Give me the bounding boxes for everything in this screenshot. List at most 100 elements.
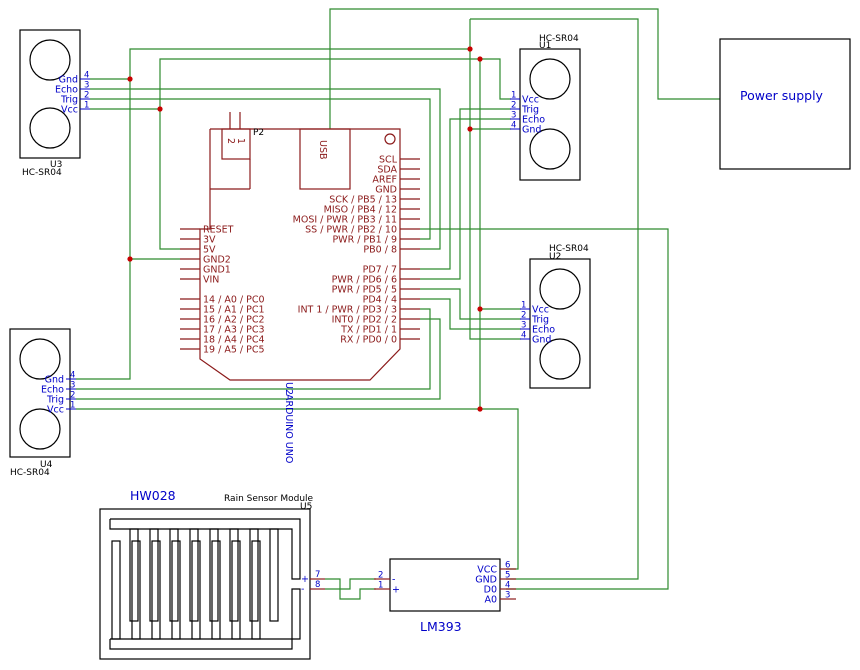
pin-number: 1: [378, 581, 383, 591]
arduino-pin-label: PWR / PB1 / 9: [332, 235, 397, 246]
pin-number: 4: [70, 371, 75, 381]
rain-finger-lower: [151, 540, 161, 640]
rain-finger-upper: [129, 528, 139, 622]
mount-hole: [384, 133, 396, 145]
arduino-pin-label: 18 / A4 / PC4: [203, 335, 265, 346]
pin-name: Gnd: [522, 125, 541, 136]
arduino-pin-label: 15 / A1 / PC1: [203, 305, 265, 316]
arduino-pin-label: SCL: [379, 155, 398, 166]
wire-u3-vcc: [90, 108, 180, 250]
pin-number: 4: [84, 71, 89, 81]
usb-label: USB: [317, 140, 328, 160]
pin-name: Trig: [46, 395, 64, 406]
wire-gnd-u2: [469, 129, 521, 340]
u4-transducer-bottom: [19, 408, 61, 450]
u1-body: [519, 48, 581, 181]
lm393-body: [389, 558, 501, 612]
u3-body: [19, 29, 81, 159]
u1-transducer-top: [529, 58, 571, 100]
wire-5v-bus: [159, 58, 481, 409]
u2-value: HC-SR04: [549, 244, 589, 254]
arduino-pin-label: RX / PD0 / 0: [340, 335, 397, 346]
junctions: [127, 46, 483, 412]
rain-sensor: HW028 Rain Sensor Module U5 7 8 + -: [99, 488, 325, 660]
arduino-pin-label: AREF: [372, 175, 397, 186]
pin-number: 4: [511, 121, 516, 131]
pin-name: Vcc: [522, 95, 539, 106]
wire-rain-plus: [325, 578, 376, 600]
pin-number: 1: [70, 401, 75, 411]
wire-d0: [420, 228, 669, 590]
rain-finger-lower: [171, 540, 181, 640]
rain-finger-lower: [131, 540, 141, 640]
pin-number: 3: [511, 111, 516, 121]
pin-name: Trig: [521, 105, 539, 116]
junction-dot: [477, 406, 483, 412]
junction-dot: [157, 106, 163, 112]
wire-u2-echo: [420, 298, 521, 330]
wire-rain-minus: [325, 578, 376, 590]
pin-number: 1: [521, 301, 526, 311]
arduino-pin-label: 16 / A2 / PC2: [203, 315, 265, 326]
pin-name: Gnd: [45, 375, 64, 386]
rain-finger-upper: [249, 528, 259, 622]
usb-connector: [299, 128, 351, 190]
arduino-pin-label: 5V: [203, 245, 216, 256]
u1-transducer-bottom: [529, 128, 571, 170]
wire-u1-echo: [420, 118, 511, 270]
u4-transducer-top: [19, 338, 61, 380]
pin-name: Echo: [55, 85, 78, 96]
rain-pin-num-8: 8: [315, 580, 320, 590]
arduino-pin-label: PWR / PD6 / 6: [332, 275, 397, 286]
pin-name: Vcc: [47, 405, 64, 416]
u1-value: HC-SR04: [539, 34, 579, 44]
arduino-pin-label: PB0 / 8: [363, 245, 397, 256]
arduino-pin-label: 17 / A3 / PC3: [203, 325, 265, 336]
pin-name: A0: [484, 595, 497, 606]
arduino-pin-label: SDA: [377, 165, 397, 176]
wire-u4-trig: [76, 318, 441, 400]
u1-ref: U1: [539, 41, 551, 51]
wire-gnd-u3: [90, 48, 511, 130]
pin-number: 1: [84, 101, 89, 111]
pin-mark: +: [392, 585, 400, 596]
u2-ref: U2: [549, 252, 561, 262]
wire-u3-echo: [90, 88, 441, 250]
rain-finger-upper: [149, 528, 159, 622]
arduino-pin-label: 19 / A5 / PC5: [203, 345, 265, 356]
rain-body: [99, 508, 311, 660]
arduino-value: ARDUINO UNO: [283, 394, 294, 463]
pin-number: 6: [505, 561, 510, 571]
power-supply-label: Power supply: [740, 88, 824, 103]
pin-number: 2: [521, 311, 526, 321]
rain-pin-num-7: 7: [315, 570, 320, 580]
p2-pin-label-2: 2: [225, 138, 236, 144]
u3-transducer-bottom: [29, 107, 71, 149]
arduino-pin-label: GND: [375, 185, 397, 196]
pin-name: Echo: [522, 115, 545, 126]
u2-body: [529, 258, 591, 389]
pin-name: Trig: [531, 315, 549, 326]
rain-finger-upper: [189, 528, 199, 622]
arduino-pin-label: VIN: [203, 275, 219, 286]
pin-name: Vcc: [532, 305, 549, 316]
u2-transducer-top: [539, 268, 581, 310]
junction-dot: [127, 76, 133, 82]
wire-ps-gnd: [506, 18, 639, 580]
u3-ref: U3: [50, 160, 62, 170]
p2-header: [221, 128, 251, 160]
rain-finger-upper: [269, 528, 279, 622]
pin-name: Gnd: [532, 335, 551, 346]
u4-body: [9, 328, 71, 458]
pin-name: Trig: [60, 95, 78, 106]
pin-number: 1: [511, 91, 516, 101]
junction-dot: [127, 256, 133, 262]
